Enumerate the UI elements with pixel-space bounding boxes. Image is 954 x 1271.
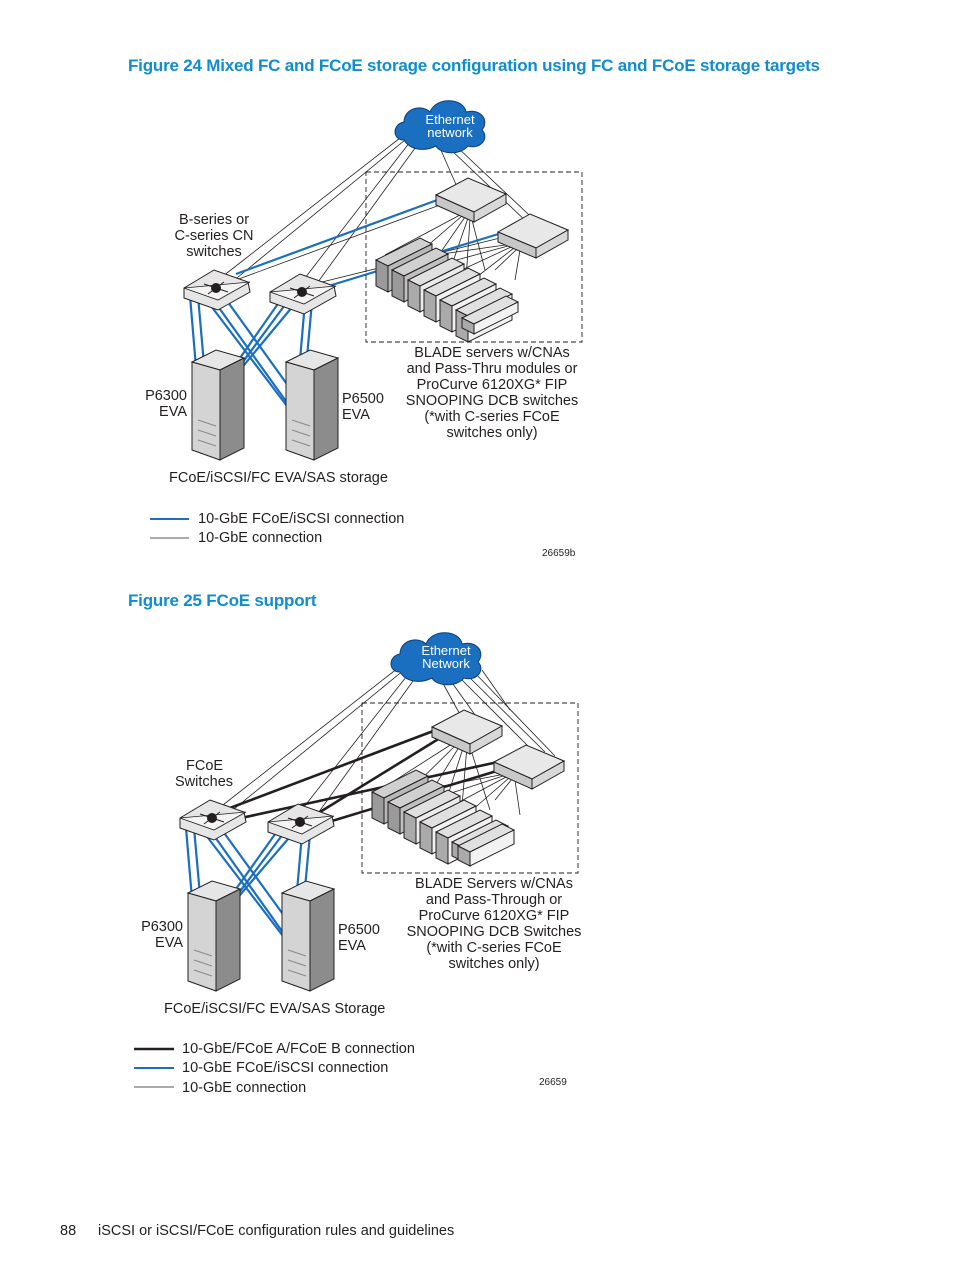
p6500-label: P6500 EVA [342,391,384,423]
cn-switch-right [269,273,337,315]
blade-label-line-2: and Pass-Thru modules or [406,361,578,377]
pass-thru-module-1 [434,177,508,223]
p6300-storage-tower [186,880,242,992]
p6300-label-line-1: P6300 [145,388,187,404]
cn-switch-left [183,269,251,311]
pass-through-module-1 [430,709,504,755]
p6500-label-line-2: EVA [342,407,370,423]
fcoe-switch-right [267,803,335,845]
cloud-label-line-2: network [427,125,473,140]
blade-label: BLADE servers w/CNAs and Pass-Thru modul… [400,345,584,441]
page-number: 88 [60,1223,77,1239]
p6300-label-line-2: EVA [155,935,183,951]
cloud-label: Ethernet network [412,113,488,139]
pass-thru-module-2 [496,213,570,259]
p6500-storage-tower [284,349,340,461]
legend-fcoe-label: 10-GbE FCoE/iSCSI connection [198,511,405,527]
fcoe-switch-left [179,799,247,841]
legend-fcoe-label: 10-GbE FCoE/iSCSI connection [182,1060,389,1076]
legend-ethernet-label: 10-GbE connection [198,530,323,546]
figure-24-title: Figure 24 Mixed FC and FCoE storage conf… [128,56,820,75]
p6300-label-line-2: EVA [159,404,187,420]
figure-number: 26659b [542,548,576,559]
page-footer: 88 iSCSI or iSCSI/FCoE configuration rule… [60,1223,454,1239]
blade-label-line-1: BLADE servers w/CNAs [414,345,570,361]
blade-label-line-5: (*with C-series FCoE [426,940,562,956]
switches-label-line-1: B-series or [178,212,250,228]
p6500-label-line-1: P6500 [342,391,384,407]
blade-label-line-4: SNOOPING DCB switches [405,393,579,409]
blade-label-line-5: (*with C-series FCoE [424,409,560,425]
switches-label-line-2: C-series CN [174,228,254,244]
blade-label: BLADE Servers w/CNAs and Pass-Through or… [402,876,586,972]
p6300-label: P6300 EVA [141,919,183,951]
switches-label-line-1: FCoE [186,758,224,774]
figure-number: 26659 [539,1077,567,1088]
p6500-label-line-2: EVA [338,938,366,954]
figure-24-drawing [150,100,583,539]
switches-label-line-3: switches [186,244,242,260]
storage-caption: FCoE/iSCSI/FC EVA/SAS storage [169,470,388,486]
legend-ethernet-label: 10-GbE connection [182,1080,307,1096]
blade-servers [370,769,516,867]
switches-label: B-series or C-series CN switches [162,212,266,260]
blade-label-line-1: BLADE Servers w/CNAs [415,876,573,892]
storage-caption: FCoE/iSCSI/FC EVA/SAS Storage [164,1001,386,1017]
ethernet-cloud [394,100,486,154]
cloud-label-line-2: Network [422,656,470,671]
p6300-label: P6300 EVA [145,388,187,420]
switches-label: FCoE Switches [166,758,242,790]
ethernet-links [213,667,556,831]
blade-label-line-6: switches only) [446,425,538,441]
figure-25-title: Figure 25 FCoE support [128,591,317,610]
p6500-label-line-1: P6500 [338,922,380,938]
blade-label-line-4: SNOOPING DCB Switches [406,924,582,940]
legend-fcoe-ab-label: 10-GbE/FCoE A/FCoE B connection [182,1041,415,1057]
switches-label-line-2: Switches [174,774,234,790]
cloud-label-line-1: Ethernet [421,643,471,658]
p6500-label: P6500 EVA [338,922,380,954]
fcoe-ab-links [229,728,501,826]
p6300-label-line-1: P6300 [141,919,183,935]
p6300-storage-tower [190,349,246,461]
blade-label-line-2: and Pass-Through or [425,892,563,908]
section-title: iSCSI or iSCSI/FCoE configuration rules … [98,1223,455,1239]
figure-25-drawing [134,632,579,1088]
ethernet-cloud [390,632,482,686]
blade-enclosure-box [361,702,579,874]
blade-label-line-3: ProCurve 6120XG* FIP [418,908,570,924]
cloud-label: Ethernet Network [408,644,484,670]
blade-label-line-6: switches only) [448,956,540,972]
blade-servers [374,237,520,343]
p6500-storage-tower [280,880,336,992]
pass-through-module-2 [492,744,566,790]
blade-label-line-3: ProCurve 6120XG* FIP [416,377,568,393]
cloud-label-line-1: Ethernet [425,112,475,127]
blade-enclosure-box [365,171,583,343]
